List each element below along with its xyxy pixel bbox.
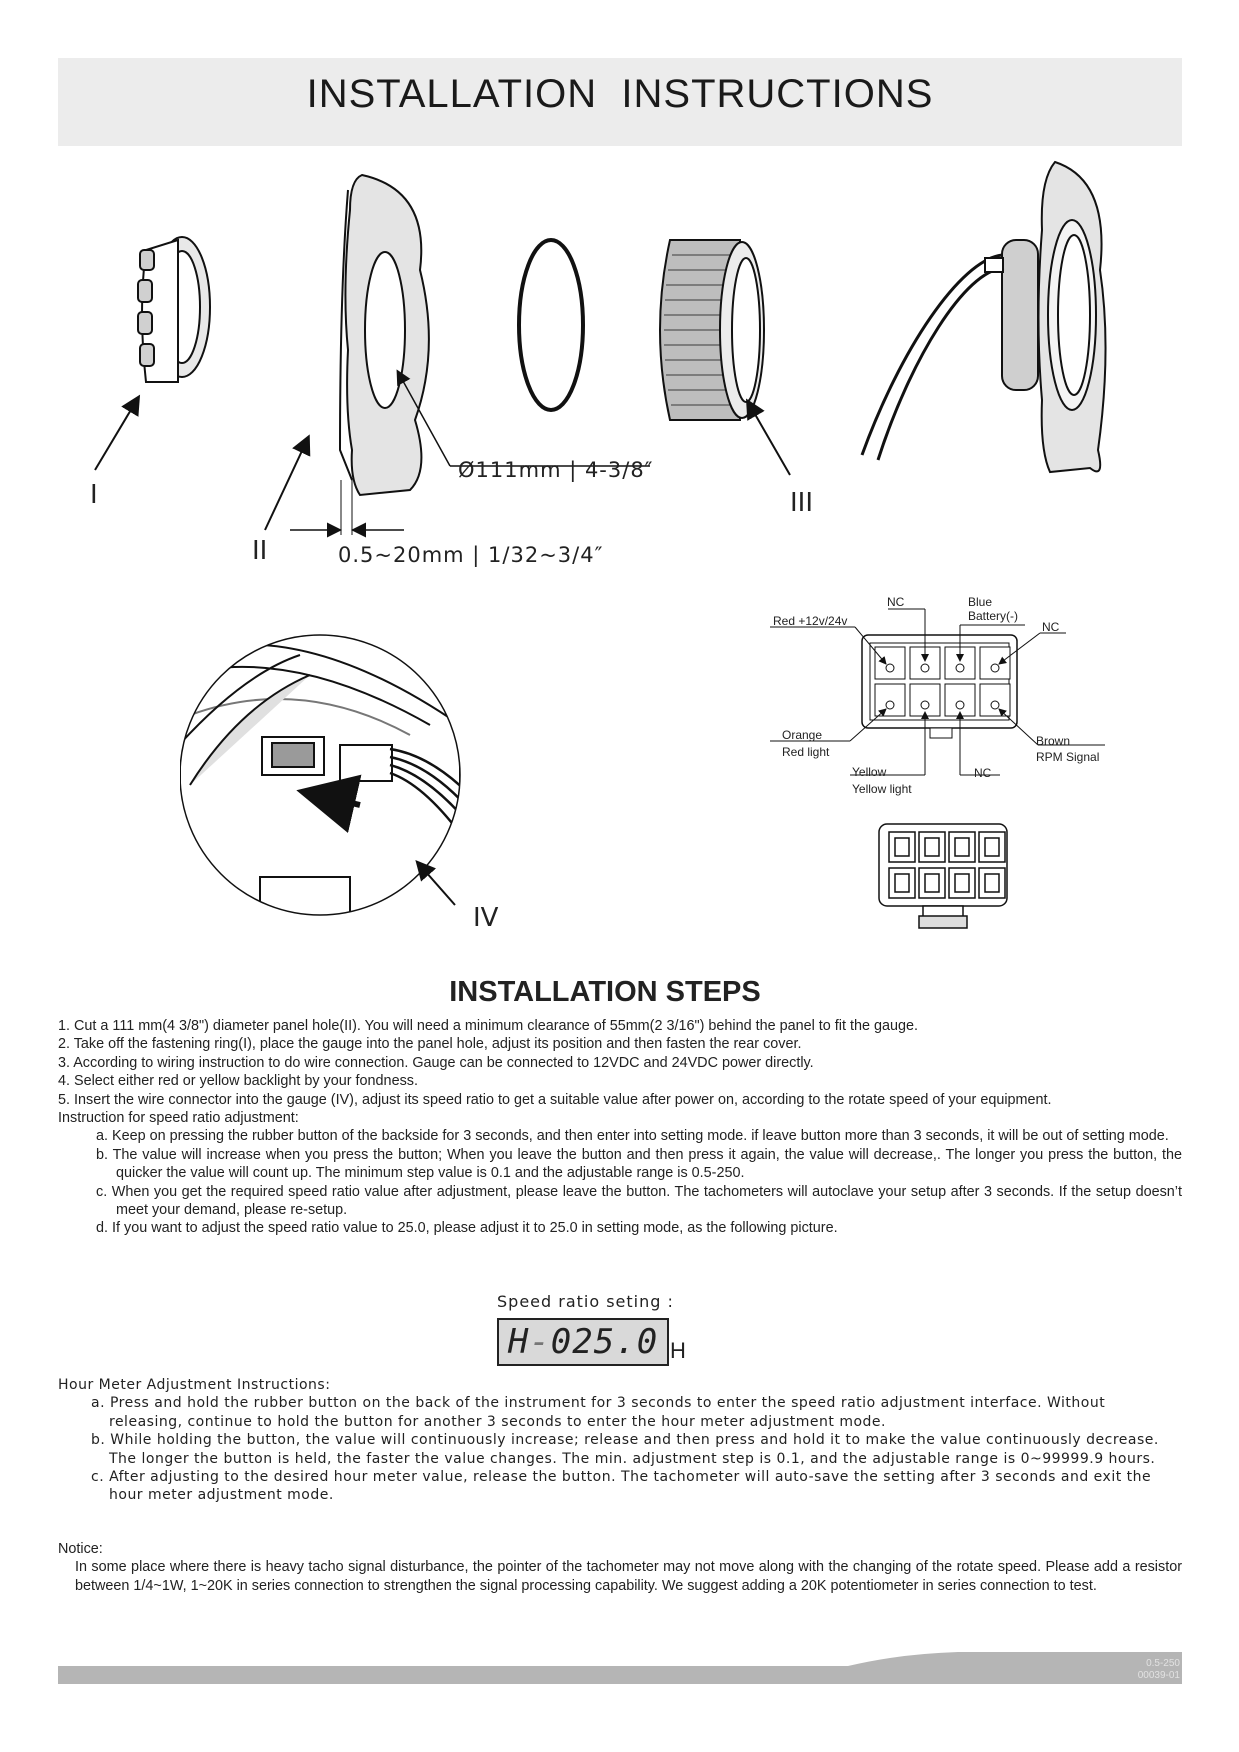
lcd-digit-4: 2 (572, 1322, 594, 1362)
arrow-part-i (94, 394, 141, 471)
lcd-digit-1: H (507, 1322, 530, 1362)
wire-label-nc-bottom: NC (974, 766, 992, 780)
fastening-ring-illustration (137, 236, 211, 383)
thickness-dimension-text: 0.5~20mm | 1/32~3/4″ (338, 543, 604, 567)
arrow-part-iii (746, 398, 791, 476)
connector-detail-illustration (180, 634, 461, 916)
label-part-iii: III (790, 488, 814, 518)
hole-dimension-leader (396, 369, 451, 467)
ratio-heading: Instruction for speed ratio adjustment: (58, 1110, 299, 1127)
notice-heading: Notice: (58, 1541, 103, 1557)
o-ring-illustration (517, 238, 585, 412)
label-part-ii: II (252, 536, 268, 566)
wire-label-red: Red +12v/24v (773, 614, 848, 628)
step-4: 4. Select either red or yellow backlight… (58, 1073, 418, 1090)
step-1: 1. Cut a 111 mm(4 3/8") diameter panel h… (58, 1018, 919, 1034)
ratio-step-b: b. The value will increase when you pres… (96, 1146, 1182, 1182)
hour-meter-step-a: a. Press and hold the rubber button on t… (91, 1395, 1106, 1430)
wire-label-nc-top: NC (887, 595, 905, 609)
assembled-gauge-illustration (860, 160, 1107, 474)
wire-label-rpm-signal: RPM Signal (1036, 750, 1100, 764)
ratio-step-a: a. Keep on pressing the rubber button of… (96, 1128, 1169, 1145)
steps-block: 1. Cut a 111 mm(4 3/8") diameter panel h… (58, 1017, 1182, 1238)
footer-code-line1: 0.5-250 (1146, 1658, 1180, 1669)
exploded-diagram (94, 160, 1107, 538)
notice-body: In some place where there is heavy tacho… (75, 1559, 1182, 1594)
wiring-diagram (770, 608, 1105, 776)
page-title: INSTALLATION INSTRUCTIONS (306, 72, 934, 116)
ratio-step-c: c. When you get the required speed ratio… (96, 1183, 1182, 1219)
gauge-body-illustration (659, 239, 765, 421)
footer-bar (58, 1652, 1182, 1684)
wire-label-brown: Brown (1036, 734, 1071, 748)
hole-dimension-text: Ø111mm | 4-3/8″ (458, 458, 654, 482)
step-2: 2. Take off the fastening ring(I), place… (58, 1036, 802, 1053)
wire-label-yellow: Yellow (852, 765, 887, 779)
step-3: 3. According to wiring instruction to do… (58, 1054, 814, 1071)
title-band (58, 58, 1182, 146)
footer-code: 0.5-250 00039-01 (1105, 1658, 1180, 1682)
wire-label-battery: Battery(-) (968, 609, 1019, 623)
lcd-digit-6: 0 (636, 1322, 659, 1362)
notice-block: Notice: In some place where there is hea… (58, 1540, 1182, 1595)
hour-meter-block: Hour Meter Adjustment Instructions: a. P… (58, 1376, 1182, 1505)
lcd-digit-5: 5. (593, 1322, 637, 1362)
panel-illustration (338, 173, 430, 497)
hour-meter-step-c: c. After adjusting to the desired hour m… (91, 1469, 1152, 1504)
label-part-iv: IV (473, 903, 499, 933)
wire-label-orange: Orange (782, 728, 823, 742)
ratio-step-d: d. If you want to adjust the speed ratio… (96, 1220, 838, 1237)
hour-meter-step-b: b. While holding the button, the value w… (91, 1432, 1159, 1467)
wire-label-blue: Blue (968, 595, 993, 609)
steps-title: INSTALLATION STEPS (449, 976, 761, 1008)
label-part-i: I (90, 480, 98, 510)
arrow-part-ii (264, 434, 311, 531)
display-caption: Speed ratio seting : (497, 1292, 674, 1311)
lcd-digit-3: 0 (550, 1322, 573, 1362)
display-unit: H (670, 1338, 686, 1363)
hour-meter-heading: Hour Meter Adjustment Instructions: (58, 1377, 331, 1393)
wire-label-red-light: Red light (782, 745, 830, 759)
lcd-digit-2: - (529, 1322, 551, 1362)
step-5: 5. Insert the wire connector into the ga… (58, 1091, 1052, 1108)
wire-label-nc-right: NC (1042, 620, 1060, 634)
footer-code-line2: 00039-01 (1137, 1670, 1180, 1681)
connector-face-illustration (878, 823, 1008, 929)
lcd-display: H - 0 2 5. 0 (497, 1318, 669, 1366)
wire-label-yellow-light: Yellow light (852, 782, 912, 796)
